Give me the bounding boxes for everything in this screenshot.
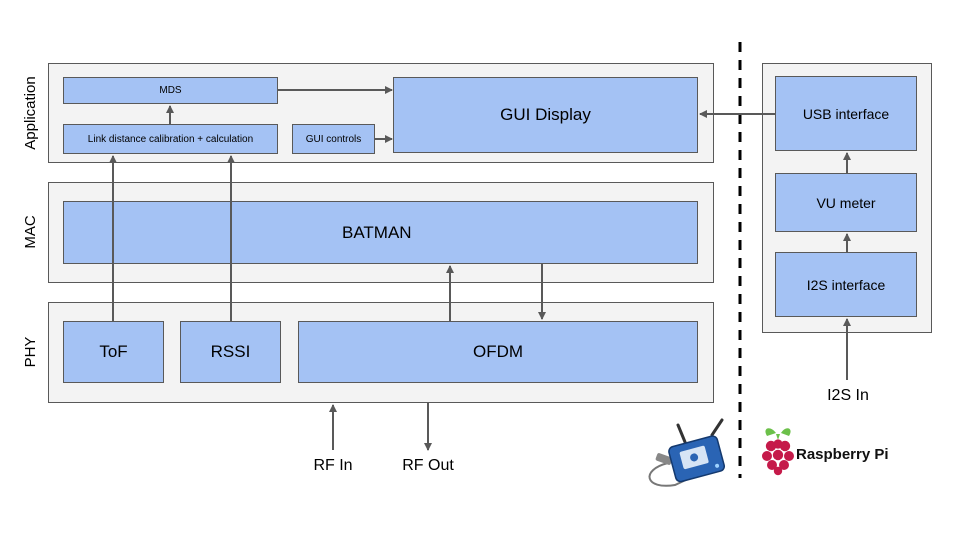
- batman-block: BATMAN: [63, 201, 698, 264]
- ofdm-block: OFDM: [298, 321, 698, 383]
- rf-out-label: RF Out: [402, 457, 454, 474]
- rf-in-label: RF In: [313, 457, 353, 474]
- raspberry-pi-logo: [762, 428, 794, 476]
- radio-device-icon: [648, 418, 726, 487]
- raspberry-pi-wordmark: Raspberry Pi: [796, 446, 889, 463]
- i2s-in-label: I2S In: [827, 387, 869, 404]
- link-distance-calculation-block: Link distance calibration + calculation: [63, 124, 278, 154]
- vu-meter-block: VU meter: [775, 173, 917, 232]
- i2s-interface-block: I2S interface: [775, 252, 917, 317]
- rssi-block: RSSI: [180, 321, 281, 383]
- gui-display-block: GUI Display: [393, 77, 698, 153]
- tof-block: ToF: [63, 321, 164, 383]
- mds-block: MDS: [63, 77, 278, 104]
- gui-controls-block: GUI controls: [292, 124, 375, 154]
- usb-interface-block: USB interface: [775, 76, 917, 151]
